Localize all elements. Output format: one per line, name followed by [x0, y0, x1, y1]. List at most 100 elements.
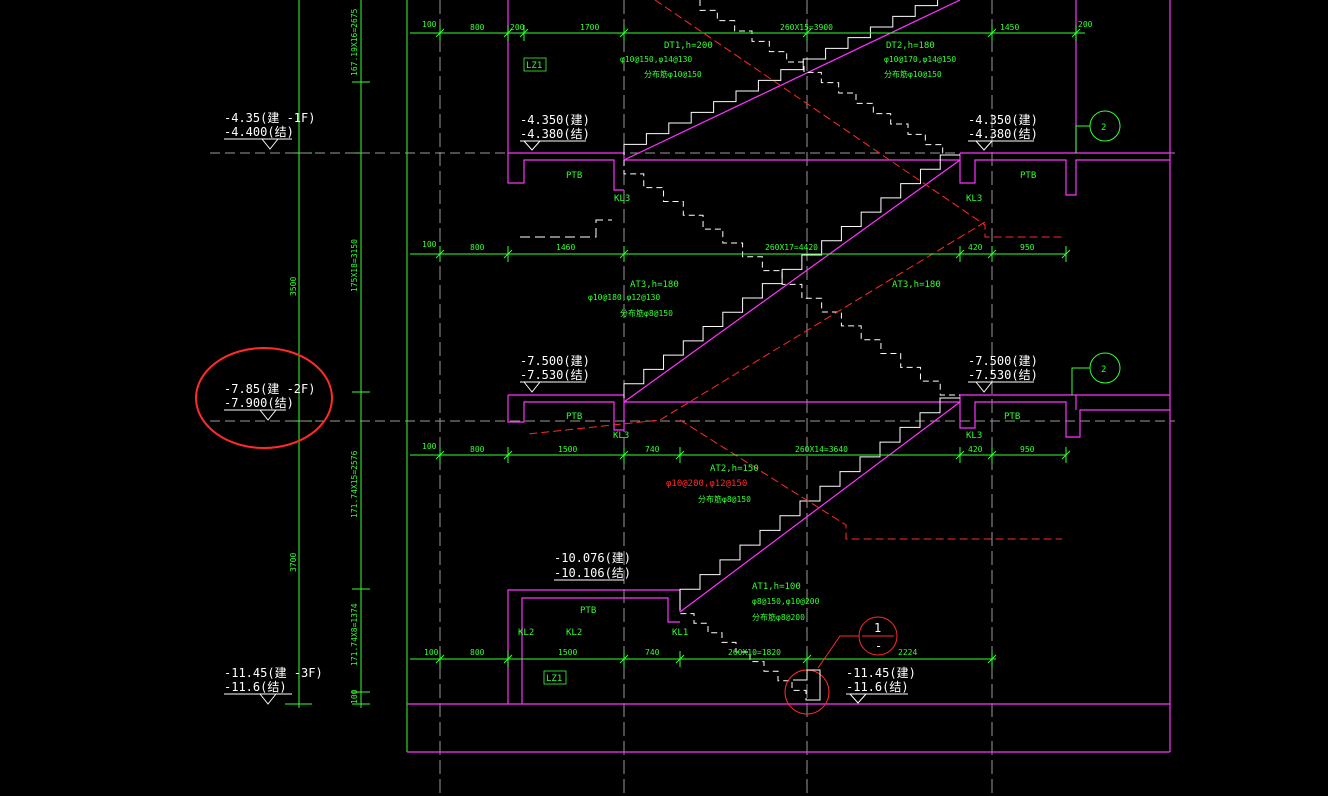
landing-top-right-arch: -4.350(建)	[968, 113, 1038, 127]
stair-flight-5	[679, 397, 960, 604]
section-callout-sub: -	[875, 639, 882, 653]
section-callout: 1 -	[784, 616, 898, 715]
tag-lz1-bottom: LZ1	[546, 674, 562, 684]
vdim-2: 3500	[289, 277, 298, 296]
tag-kl3-2: KL3	[966, 194, 982, 204]
vdim-7: 100	[350, 689, 359, 704]
dt2-dist: 分布筋φ10@150	[884, 69, 942, 79]
landing-mid-left-arch: -7.500(建)	[520, 354, 590, 368]
stair-flight-4	[623, 154, 960, 398]
dt2-rebar: φ10@170,φ14@150	[884, 55, 956, 64]
section-callout-number: 1	[874, 621, 881, 635]
highlight-ellipse	[195, 347, 333, 449]
vdim-3: 175X18=3150	[350, 239, 359, 292]
dim-r1-1: 100	[422, 240, 437, 249]
dim-r3-4: 740	[645, 648, 660, 657]
axis-bubble-mid	[1089, 352, 1121, 384]
landing-top-left-arch: -4.350(建)	[520, 113, 590, 127]
at3-left-title: AT3,h=180	[630, 280, 679, 290]
axis-label-mid: 2	[1101, 365, 1106, 375]
tag-kl3-3: KL3	[613, 431, 629, 441]
dim-r3-3: 1500	[558, 648, 577, 657]
level-mid-arch: -7.85(建 -2F)	[224, 382, 315, 396]
landing-mid-right-struct: -7.530(结)	[968, 368, 1038, 382]
dim-top-2: 800	[470, 23, 485, 32]
dim-top-7: 200	[1078, 20, 1093, 29]
stair-flight-1	[623, 0, 939, 155]
dim-r1-5: 420	[968, 243, 983, 252]
dimension-texts-row1: 100 800 1460 260X17=4420 420 950	[422, 240, 1035, 252]
level-bottom-struct: -11.6(结)	[224, 680, 287, 694]
dim-r2-3: 1500	[558, 445, 577, 454]
stair-flight-6-hidden	[679, 604, 820, 701]
landing-top-left-struct: -4.380(结)	[520, 127, 590, 141]
landing-mid-right-arch: -7.500(建)	[968, 354, 1038, 368]
at1-title: AT1,h=100	[752, 582, 801, 592]
dt1-title: DT1,h=200	[664, 41, 713, 51]
landing-bottom-struct: -11.6(结)	[846, 680, 909, 694]
stair-annotations: DT1,h=200 φ10@150,φ14@130 分布筋φ10@150 DT2…	[588, 41, 956, 622]
dt1-rebar: φ10@150,φ14@130	[620, 55, 692, 64]
dt2-title: DT2,h=180	[886, 41, 935, 51]
level-mid-struct: -7.900(结)	[224, 396, 294, 410]
dim-r2-4: 740	[645, 445, 660, 454]
axis-bubbles: 2 2	[1071, 110, 1121, 395]
axis-bubble-top	[1089, 110, 1121, 142]
dim-r2-5: 260X14=3640	[795, 445, 848, 454]
at2-dist: 分布筋φ8@150	[698, 494, 751, 504]
axis-label-top: 2	[1101, 123, 1106, 133]
stair-step-profiles	[520, 0, 960, 701]
at3-left-rebar: φ10@180,φ12@130	[588, 293, 660, 302]
dim-r3-6: 2224	[898, 648, 917, 657]
dim-top-3: 200	[510, 23, 525, 32]
vdim-4: 171.74X15=2576	[350, 450, 359, 518]
dim-r1-4: 260X17=4420	[765, 243, 818, 252]
dim-r1-3: 1460	[556, 243, 575, 252]
at1-dist: 分布筋φ8@200	[752, 612, 805, 622]
level-labels-landings: -4.350(建) -4.380(结) -4.350(建) -4.380(结) …	[520, 113, 1038, 704]
dim-top-4: 1700	[580, 23, 599, 32]
level-labels-left: -4.35(建 -1F) -4.400(结) -7.85(建 -2F) -7.9…	[224, 111, 323, 705]
section-cut-lines	[527, 0, 1062, 540]
dim-r2-6: 420	[968, 445, 983, 454]
level-top-arch: -4.35(建 -1F)	[224, 111, 315, 125]
dim-top-1: 100	[422, 20, 437, 29]
dt1-dist: 分布筋φ10@150	[644, 69, 702, 79]
at2-rebar: φ10@200,φ12@150	[666, 479, 747, 489]
dimension-texts-top: 100 800 200 1700 260X15=3900 1450 200	[422, 20, 1093, 32]
stair-flight-3-hidden	[623, 160, 960, 396]
tag-kl3-4: KL3	[966, 431, 982, 441]
landing-top-right-struct: -4.380(结)	[968, 127, 1038, 141]
at1-rebar: φ8@150,φ10@200	[752, 597, 820, 606]
dim-r2-7: 950	[1020, 445, 1035, 454]
tag-ptb-2: PTB	[1020, 171, 1036, 181]
dim-r3-1: 100	[424, 648, 439, 657]
dim-r2-1: 100	[422, 442, 437, 451]
dim-top-6: 1450	[1000, 23, 1019, 32]
dim-r3-5: 260X10=1820	[728, 648, 781, 657]
landing-mid-left-struct: -7.530(结)	[520, 368, 590, 382]
tag-ptb-4: PTB	[1004, 412, 1020, 422]
at3-left-dist: 分布筋φ8@150	[620, 308, 673, 318]
member-tags: LZ1 PTB PTB PTB PTB PTB KL3 KL3 KL3 KL3 …	[518, 57, 1036, 685]
vdim-6: 171.74X8=1374	[350, 603, 359, 666]
vdim-1: 167.19X16=2675	[350, 8, 359, 76]
tag-kl2-2: KL2	[566, 628, 582, 638]
dimension-texts-row3: 100 800 1500 740 260X10=1820 2224	[424, 648, 917, 657]
at3-right-title: AT3,h=180	[892, 280, 941, 290]
horizontal-dimension-lines	[410, 25, 1085, 667]
dim-top-5: 260X15=3900	[780, 23, 833, 32]
at2-title: AT2,h=150	[710, 464, 759, 474]
landing-low-arch: -10.076(建)	[554, 551, 631, 565]
tag-ptb-3: PTB	[566, 412, 582, 422]
stair-flight-2-hidden	[699, 0, 960, 156]
dim-r2-2: 800	[470, 445, 485, 454]
dim-r1-2: 800	[470, 243, 485, 252]
tag-kl3-1: KL3	[614, 194, 630, 204]
tag-kl1: KL1	[672, 628, 688, 638]
level-top-struct: -4.400(结)	[224, 125, 294, 139]
tag-ptb-1: PTB	[566, 171, 582, 181]
level-bottom-arch: -11.45(建 -3F)	[224, 666, 323, 680]
